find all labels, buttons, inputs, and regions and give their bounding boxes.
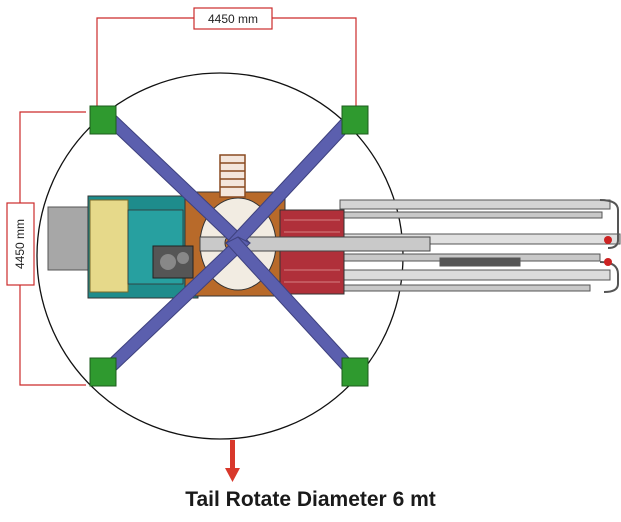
outrigger-arms bbox=[97, 109, 363, 377]
ladder bbox=[219, 154, 246, 198]
pump-unit bbox=[279, 209, 345, 295]
pad-top-left bbox=[89, 105, 117, 135]
pad-top-right bbox=[341, 105, 369, 135]
cab bbox=[89, 199, 129, 293]
top-dimension bbox=[96, 17, 357, 108]
left-dimension-label: 4450 mm bbox=[13, 219, 27, 269]
boom-assembly bbox=[339, 199, 621, 293]
caption: Tail Rotate Diameter 6 mt bbox=[185, 488, 436, 511]
rear-bumper bbox=[47, 206, 91, 271]
central-boom bbox=[199, 236, 431, 252]
top-dimension-box bbox=[193, 7, 273, 30]
top-dimension-label: 4450 mm bbox=[208, 12, 258, 26]
outrigger-pads bbox=[89, 105, 369, 387]
arrow-down-icon bbox=[225, 440, 240, 482]
left-dimension bbox=[19, 111, 86, 386]
pad-bottom-right bbox=[341, 357, 369, 387]
pump-pattern bbox=[284, 219, 340, 283]
left-dimension-box bbox=[6, 202, 35, 286]
pad-bottom-left bbox=[89, 357, 117, 387]
engine bbox=[152, 245, 194, 279]
